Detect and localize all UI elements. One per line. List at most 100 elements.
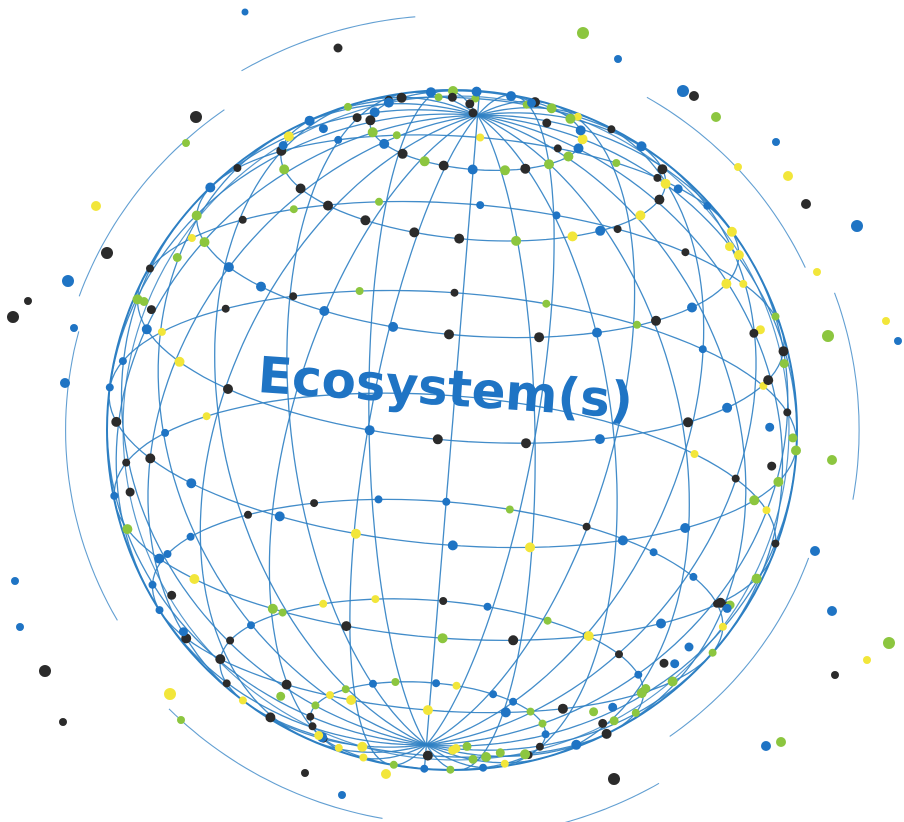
network-node-icon — [681, 248, 690, 257]
network-node-icon — [60, 378, 70, 388]
network-node-icon — [734, 163, 742, 171]
network-node-icon — [683, 417, 693, 428]
network-node-icon — [205, 182, 216, 193]
network-node-icon — [651, 315, 661, 326]
network-node-icon — [11, 577, 19, 585]
network-node-icon — [575, 125, 586, 136]
network-node-icon — [215, 654, 226, 665]
network-node-icon — [454, 233, 465, 244]
network-node-icon — [190, 111, 202, 123]
network-node-icon — [308, 722, 317, 731]
network-node-icon — [739, 279, 748, 288]
network-node-icon — [154, 553, 165, 564]
network-node-icon — [122, 458, 131, 467]
network-node-icon — [552, 211, 561, 220]
network-node-icon — [360, 215, 371, 226]
network-node-icon — [698, 345, 707, 354]
network-node-icon — [573, 143, 584, 154]
network-node-icon — [557, 703, 568, 714]
network-node-icon — [525, 542, 535, 553]
network-node-icon — [479, 763, 488, 772]
network-node-icon — [776, 737, 786, 747]
network-node-icon — [567, 231, 578, 242]
network-node-icon — [577, 134, 588, 145]
network-node-icon — [281, 679, 292, 690]
network-node-icon — [177, 716, 185, 724]
network-node-icon — [771, 312, 780, 321]
network-node-icon — [425, 87, 436, 98]
network-node-icon — [592, 327, 602, 338]
network-node-icon — [391, 678, 400, 686]
network-node-icon — [462, 741, 472, 751]
network-node-icon — [689, 572, 698, 581]
network-node-icon — [383, 97, 394, 108]
network-node-icon — [608, 702, 618, 712]
network-node-icon — [16, 623, 24, 631]
network-node-icon — [422, 750, 433, 761]
network-node-icon — [304, 115, 315, 126]
network-node-icon — [526, 707, 535, 716]
network-node-icon — [276, 691, 286, 701]
network-node-icon — [708, 648, 717, 657]
network-node-icon — [333, 43, 343, 53]
network-node-icon — [791, 445, 801, 456]
network-node-icon — [238, 696, 247, 705]
network-node-icon — [771, 539, 780, 548]
network-node-icon — [822, 330, 834, 342]
network-node-icon — [334, 743, 343, 752]
network-node-icon — [110, 491, 119, 500]
network-node-icon — [101, 247, 113, 259]
network-node-icon — [326, 691, 334, 700]
network-node-icon — [91, 201, 101, 211]
network-node-icon — [617, 535, 628, 546]
network-node-icon — [684, 642, 694, 652]
network-node-icon — [641, 684, 651, 693]
network-node-icon — [256, 281, 266, 292]
network-node-icon — [894, 337, 902, 345]
network-node-icon — [594, 434, 605, 445]
network-node-icon — [614, 55, 622, 63]
network-node-icon — [267, 603, 278, 614]
network-node-icon — [772, 138, 780, 146]
network-node-icon — [535, 742, 544, 751]
network-node-icon — [318, 124, 328, 134]
network-node-icon — [420, 764, 429, 773]
network-node-icon — [765, 422, 775, 432]
network-node-icon — [39, 665, 51, 677]
network-node-icon — [164, 688, 176, 700]
network-node-icon — [582, 522, 591, 531]
network-node-icon — [654, 194, 665, 205]
network-node-icon — [634, 670, 643, 679]
network-node-icon — [371, 595, 380, 604]
network-node-icon — [633, 320, 641, 329]
network-node-icon — [350, 528, 361, 539]
network-node-icon — [731, 474, 740, 483]
network-node-icon — [583, 631, 594, 641]
network-node-icon — [24, 297, 32, 305]
network-node-icon — [70, 324, 78, 332]
network-node-icon — [422, 705, 433, 716]
network-nodes — [7, 8, 902, 799]
network-node-icon — [726, 226, 737, 237]
network-node-icon — [762, 506, 771, 515]
network-node-icon — [438, 160, 449, 171]
network-node-icon — [500, 165, 510, 176]
network-node-icon — [238, 215, 247, 224]
network-node-icon — [690, 450, 699, 458]
network-node-icon — [721, 278, 732, 289]
network-node-icon — [577, 27, 589, 39]
network-node-icon — [670, 659, 680, 669]
network-node-icon — [615, 650, 623, 659]
network-node-icon — [573, 112, 582, 121]
network-node-icon — [801, 199, 811, 209]
network-node-icon — [598, 718, 608, 728]
network-node-icon — [722, 603, 732, 613]
network-node-icon — [468, 108, 478, 118]
network-node-icon — [241, 8, 249, 16]
network-node-icon — [656, 618, 666, 629]
network-node-icon — [223, 262, 234, 273]
network-node-icon — [178, 627, 188, 637]
network-node-icon — [481, 752, 492, 762]
network-node-icon — [863, 656, 871, 664]
network-node-icon — [409, 227, 420, 238]
